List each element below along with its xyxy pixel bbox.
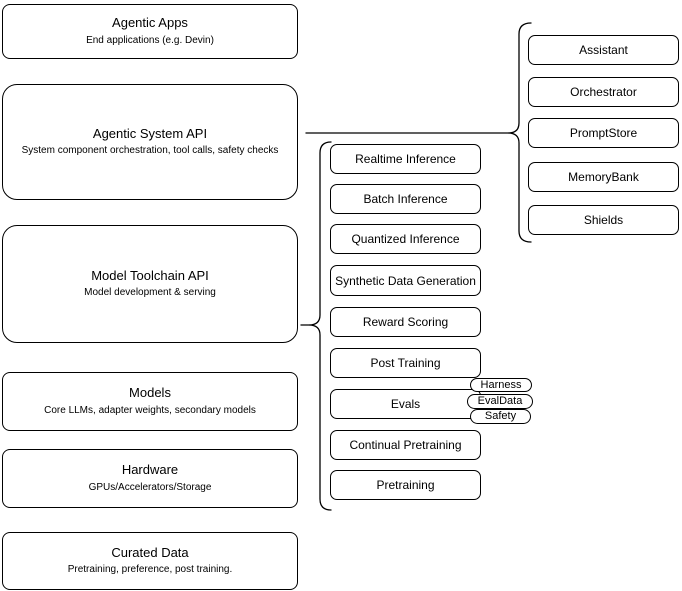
node-promptstore: PromptStore [528, 118, 679, 148]
box-curated-data-subtitle: Pretraining, preference, post training. [67, 564, 233, 576]
pill-evaldata-label: EvalData [477, 395, 523, 407]
system-brace [507, 22, 532, 243]
node-realtime-inference: Realtime Inference [330, 144, 481, 174]
node-post-training-label: Post Training [370, 356, 441, 370]
node-memorybank-label: MemoryBank [568, 170, 639, 184]
node-memorybank: MemoryBank [528, 162, 679, 192]
node-shields: Shields [528, 205, 679, 235]
box-models-title: Models [129, 385, 171, 401]
node-orchestrator: Orchestrator [528, 77, 679, 107]
node-synthetic-data-generation-label: Synthetic Data Generation [335, 273, 476, 288]
box-curated-data: Curated Data Pretraining, preference, po… [2, 532, 298, 590]
node-pretraining: Pretraining [330, 470, 481, 500]
pill-harness-label: Harness [480, 378, 522, 391]
box-hardware: Hardware GPUs/Accelerators/Storage [2, 449, 298, 508]
node-shields-label: Shields [583, 213, 624, 227]
node-evals: Evals [330, 389, 481, 419]
node-reward-scoring: Reward Scoring [330, 307, 481, 337]
node-post-training: Post Training [330, 348, 481, 378]
toolchain-brace [308, 141, 332, 511]
box-hardware-subtitle: GPUs/Accelerators/Storage [88, 481, 212, 493]
box-curated-data-title: Curated Data [111, 544, 189, 560]
node-assistant-label: Assistant [579, 43, 628, 57]
node-continual-pretraining: Continual Pretraining [330, 430, 481, 460]
box-model-toolchain-api: Model Toolchain API Model development & … [2, 225, 298, 343]
node-batch-inference: Batch Inference [330, 184, 481, 214]
box-agentic-system-api-subtitle: System component orchestration, tool cal… [21, 145, 279, 157]
node-continual-pretraining-label: Continual Pretraining [349, 438, 462, 452]
node-orchestrator-label: Orchestrator [570, 85, 637, 99]
node-promptstore-label: PromptStore [569, 126, 638, 140]
node-quantized-inference-label: Quantized Inference [351, 232, 460, 246]
node-synthetic-data-generation: Synthetic Data Generation [330, 265, 481, 296]
box-agentic-system-api-title: Agentic System API [92, 125, 208, 141]
box-agentic-apps-subtitle: End applications (e.g. Devin) [86, 34, 214, 46]
node-pretraining-label: Pretraining [376, 478, 435, 492]
pill-harness: Harness [470, 378, 532, 392]
node-quantized-inference: Quantized Inference [330, 224, 481, 254]
box-hardware-title: Hardware [121, 462, 179, 478]
node-evals-label: Evals [390, 397, 421, 411]
box-agentic-apps: Agentic Apps End applications (e.g. Devi… [2, 4, 298, 59]
node-assistant: Assistant [528, 35, 679, 65]
box-models: Models Core LLMs, adapter weights, secon… [2, 372, 298, 431]
node-batch-inference-label: Batch Inference [363, 192, 448, 206]
pill-safety: Safety [470, 409, 531, 424]
box-models-subtitle: Core LLMs, adapter weights, secondary mo… [44, 404, 256, 416]
box-agentic-system-api: Agentic System API System component orch… [2, 84, 298, 200]
pill-evaldata: EvalData [467, 394, 533, 409]
box-agentic-apps-title: Agentic Apps [112, 15, 188, 31]
box-model-toolchain-api-subtitle: Model development & serving [84, 287, 216, 299]
box-model-toolchain-api-title: Model Toolchain API [91, 267, 209, 283]
node-reward-scoring-label: Reward Scoring [362, 315, 449, 329]
pill-safety-label: Safety [484, 410, 517, 422]
node-realtime-inference-label: Realtime Inference [355, 152, 456, 166]
